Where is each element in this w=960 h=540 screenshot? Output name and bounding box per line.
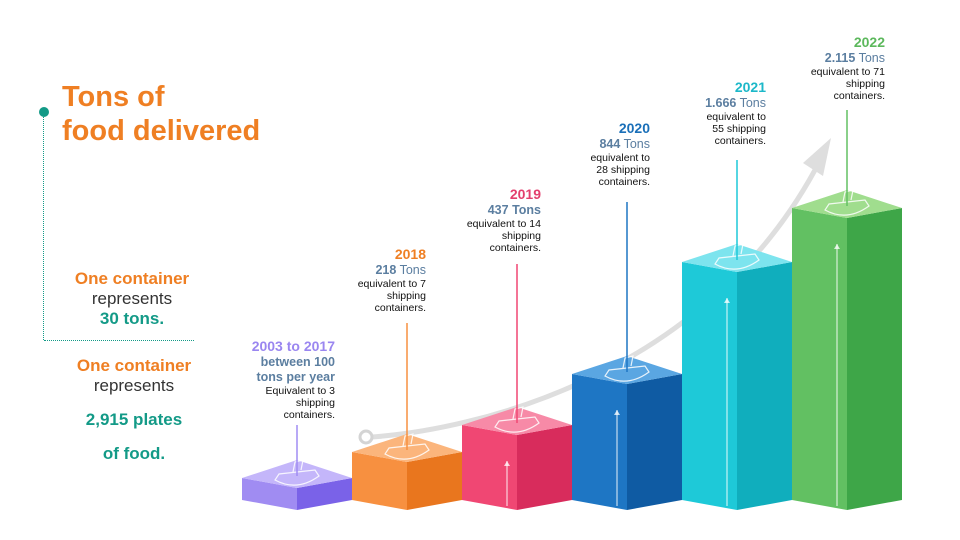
data-label-year: 2018 (394, 246, 426, 262)
note2-line4: of food. (102, 444, 166, 463)
bar-6 (792, 189, 902, 510)
note2-line2: represents (93, 376, 175, 395)
bar-side-face (297, 478, 352, 510)
bar-5 (682, 243, 792, 510)
data-label-amount: 218 Tons (358, 263, 426, 278)
data-label-description: shipping (501, 230, 541, 242)
title-line-2: food delivered (62, 115, 261, 147)
trend-start-circle (358, 429, 374, 445)
data-label-description: containers. (489, 242, 541, 254)
data-label-amount: 844 Tons (590, 137, 650, 152)
timeline-line-vertical (43, 117, 44, 340)
timeline-dot (39, 107, 49, 117)
ship-icon (714, 243, 760, 270)
page-title: Tons of food delivered (62, 80, 322, 148)
bar-front-face (792, 208, 847, 510)
data-label-description: containers. (714, 135, 766, 147)
data-label-value: between 100 (260, 355, 335, 369)
data-label-description: Equivalent to 3 (265, 385, 335, 397)
bar-growth-arrowhead (614, 410, 620, 415)
bar-side-face (407, 452, 462, 510)
ship-icon (274, 459, 320, 486)
note2-line3: 2,915 plates (85, 410, 183, 429)
data-label-value: 844 (599, 137, 621, 151)
data-label-description: shipping (386, 290, 426, 302)
note2-line1: One container (76, 356, 192, 375)
bar-side-face (627, 374, 682, 510)
bar-front-face (352, 452, 407, 510)
data-label-description: 55 shipping (712, 123, 766, 135)
data-label-year: 2021 (734, 79, 766, 95)
data-label-year: 2020 (618, 120, 650, 136)
data-label-unit: tons per year (256, 370, 335, 384)
note1-line1: One container (74, 269, 190, 288)
bar-growth-arrowhead (504, 461, 510, 466)
data-label-value: 1.666 (705, 96, 737, 110)
ship-icon (384, 433, 430, 460)
ship-icon (604, 355, 650, 382)
data-label-description: containers. (374, 302, 426, 314)
bar-front-face (242, 478, 297, 510)
ship-icon (824, 189, 870, 216)
data-label-description: equivalent to (706, 111, 766, 123)
data-label-unit: Tons (620, 137, 650, 151)
bar-side-face (517, 425, 572, 510)
note1-line2: represents (91, 289, 173, 308)
data-label-amount: 437 Tons (467, 203, 541, 218)
data-label-value: 437 (487, 203, 509, 217)
data-label-description: equivalent to 7 (357, 278, 426, 290)
note1-line3: 30 tons. (99, 309, 165, 328)
data-label-unit: Tons (855, 51, 885, 65)
bar-front-face (462, 425, 517, 510)
bar-growth-arrowhead (834, 244, 840, 249)
data-label-description: 28 shipping (596, 164, 650, 176)
bar-2 (352, 433, 462, 510)
data-label-value: 218 (375, 263, 397, 277)
data-label-unit: Tons (736, 96, 766, 110)
data-label-description: containers. (598, 176, 650, 188)
data-label-year: 2019 (509, 186, 541, 202)
data-label-description: equivalent to 71 (810, 66, 885, 78)
data-label-year: 2003 to 2017 (251, 338, 335, 354)
timeline-line-horizontal (44, 340, 194, 341)
data-label-unit: Tons (508, 203, 541, 217)
data-label-description: containers. (283, 409, 335, 421)
data-label-description: equivalent to (590, 152, 650, 164)
data-label-description: shipping (295, 397, 335, 409)
bar-4 (572, 355, 682, 510)
data-label-year: 2022 (853, 34, 885, 50)
bar-3 (462, 406, 572, 510)
trend-arrow-head (803, 138, 831, 176)
bar-side-face (847, 208, 902, 510)
bar-growth-arrowhead (724, 298, 730, 303)
data-label-description: equivalent to 14 (466, 218, 541, 230)
bar-side-face (737, 262, 792, 510)
data-label-value: 2.115 (824, 51, 856, 65)
data-label-amount: 2.115 Tons (811, 51, 885, 66)
ship-icon (494, 406, 540, 433)
container-tons-note: One container represents 30 tons. (37, 269, 227, 329)
data-label-amount: 1.666 Tons (705, 96, 766, 111)
container-plates-note: One container represents 2,915 plates of… (39, 356, 229, 464)
data-label-description: containers. (833, 90, 885, 102)
title-line-1: Tons of (62, 81, 165, 113)
data-label-description: shipping (845, 78, 885, 90)
bar-front-face (682, 262, 737, 510)
data-label-unit: Tons (396, 263, 426, 277)
bar-front-face (572, 374, 627, 510)
